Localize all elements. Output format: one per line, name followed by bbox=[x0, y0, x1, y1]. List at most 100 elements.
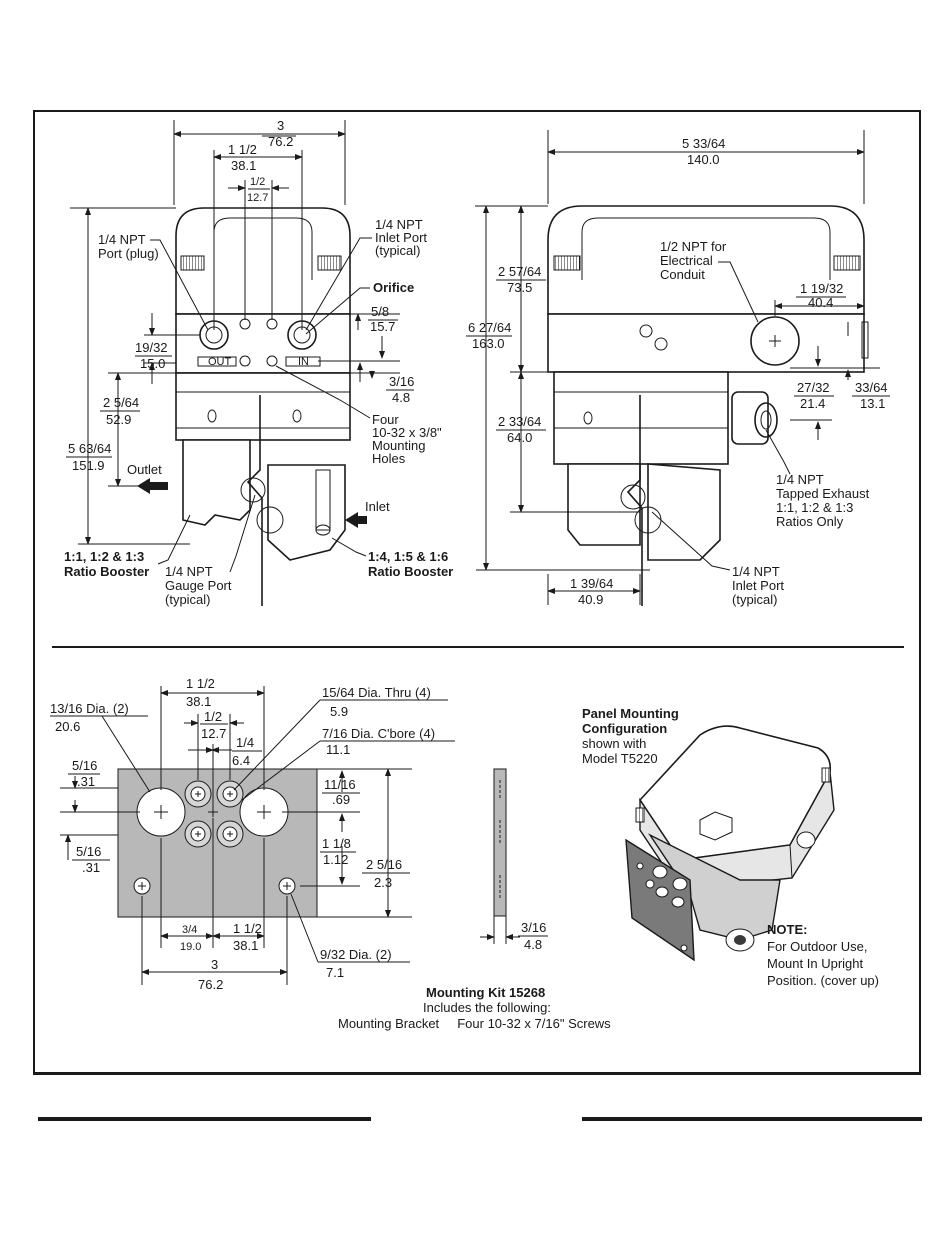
in-tag: IN bbox=[298, 356, 309, 368]
dia-15-64-mm: 5.9 bbox=[330, 704, 348, 719]
edge-3-16-inch: 3/16 bbox=[521, 920, 546, 935]
mounting-kit: Mounting Kit 15268 Includes the followin… bbox=[338, 985, 611, 1031]
dim-33-64-mm: 13.1 bbox=[860, 396, 885, 411]
knob-right bbox=[317, 255, 342, 271]
bracket-view: 3/16 4.8 1 1/2 38.1 1/2 12.7 1/4 6.4 13/… bbox=[50, 676, 548, 992]
mount-holes-line4: Holes bbox=[372, 451, 406, 466]
port-plug-line1: 1/4 NPT bbox=[98, 232, 146, 247]
inlet-arrow bbox=[345, 512, 367, 528]
exhaust-line3: 1:1, 1:2 & 1:3 bbox=[776, 500, 853, 515]
gauge-port-line1: 1/4 NPT bbox=[165, 564, 213, 579]
dim-1-1-2-inch: 1 1/2 bbox=[228, 142, 257, 157]
br-3-mm: 76.2 bbox=[198, 977, 223, 992]
note-line1: For Outdoor Use, bbox=[767, 939, 867, 954]
dim-27-32-inch: 27/32 bbox=[797, 380, 830, 395]
dim-1-1-2-mm: 38.1 bbox=[231, 158, 256, 173]
footer-rule-right bbox=[582, 1117, 922, 1121]
dia-9-32-inch: 9/32 Dia. (2) bbox=[320, 947, 392, 962]
dim-1-2-inch: 1/2 bbox=[250, 176, 265, 188]
dim-1-19-32-inch: 1 19/32 bbox=[800, 281, 843, 296]
dim-5-33-64-inch: 5 33/64 bbox=[682, 136, 725, 151]
br-2-5-16-mm: 2.3 bbox=[374, 875, 392, 890]
side-view: 5 33/64 140.0 6 27/64 163.0 2 57/64 73.5… bbox=[466, 130, 890, 607]
panel-mount-illustration: Panel Mounting Configuration shown with … bbox=[582, 706, 879, 988]
out-tag: OUT bbox=[208, 356, 232, 368]
br-1-1-8-mm: 1.12 bbox=[323, 852, 348, 867]
dim-1-39-64-mm: 40.9 bbox=[578, 592, 603, 607]
inlet-port-line2: Inlet Port bbox=[375, 230, 427, 245]
ratio-left-line2: Ratio Booster bbox=[64, 564, 149, 579]
kit-includes: Includes the following: bbox=[423, 1000, 551, 1015]
mount-holes-line2: 10-32 x 3/8" bbox=[372, 425, 442, 440]
inlet-port-line3: (typical) bbox=[375, 243, 421, 258]
orifice-label: Orifice bbox=[373, 280, 414, 295]
br-3-4-inch: 3/4 bbox=[182, 924, 197, 936]
inlet-port-line1: 1/4 NPT bbox=[375, 217, 423, 232]
footer-rule-left bbox=[38, 1117, 371, 1121]
br-1-1-2-mm: 38.1 bbox=[186, 694, 211, 709]
dim-5-33-64-mm: 140.0 bbox=[687, 152, 720, 167]
front-view: OUT IN Outlet Inlet 3 76.2 1 1/2 38.1 bbox=[64, 118, 453, 607]
right-booster bbox=[267, 464, 346, 561]
conduit-line2: Electrical bbox=[660, 253, 713, 268]
dim-19-32-mm: 15.0 bbox=[140, 356, 165, 371]
knob-left bbox=[180, 255, 205, 271]
dim-3-16-mm: 4.8 bbox=[392, 390, 410, 405]
gauge-port-line3: (typical) bbox=[165, 592, 211, 607]
dim-5-63-64-inch: 5 63/64 bbox=[68, 441, 111, 456]
panel-title-line2: Configuration bbox=[582, 721, 667, 736]
dim-6-27-64-mm: 163.0 bbox=[472, 336, 505, 351]
dim-2-57-64-mm: 73.5 bbox=[507, 280, 532, 295]
conduit-port bbox=[750, 316, 800, 366]
edge-3-16-mm: 4.8 bbox=[524, 937, 542, 952]
exhaust-line4: Ratios Only bbox=[776, 514, 844, 529]
kit-items: Mounting Bracket Four 10-32 x 7/16" Scre… bbox=[338, 1016, 611, 1031]
exhaust-port bbox=[731, 391, 769, 445]
mounting-hole bbox=[266, 355, 278, 367]
side-base bbox=[547, 313, 865, 373]
ratio-left-line1: 1:1, 1:2 & 1:3 bbox=[64, 549, 144, 564]
note-title: NOTE: bbox=[767, 922, 807, 937]
dim-2-33-64-inch: 2 33/64 bbox=[498, 414, 541, 429]
dim-2-33-64-mm: 64.0 bbox=[507, 430, 532, 445]
mounting-hole bbox=[239, 355, 251, 367]
br-5-16-bot-mm: .31 bbox=[82, 860, 100, 875]
note-line3: Position. (cover up) bbox=[767, 973, 879, 988]
dim-6-27-64-inch: 6 27/64 bbox=[468, 320, 511, 335]
dia-15-64-inch: 15/64 Dia. Thru (4) bbox=[322, 685, 431, 700]
panel-bracket bbox=[625, 838, 695, 962]
mount-holes-line3: Mounting bbox=[372, 438, 425, 453]
side-inlet-line1: 1/4 NPT bbox=[732, 564, 780, 579]
br-2-5-16-inch: 2 5/16 bbox=[366, 857, 402, 872]
mount-holes-line1: Four bbox=[372, 412, 399, 427]
panel-sub-line1: shown with bbox=[582, 736, 646, 751]
conduit-line3: Conduit bbox=[660, 267, 705, 282]
panel-title-line1: Panel Mounting bbox=[582, 706, 679, 721]
ratio-right-line1: 1:4, 1:5 & 1:6 bbox=[368, 549, 448, 564]
br-11-16-inch: 11/16 bbox=[324, 777, 356, 792]
inlet-label: Inlet bbox=[365, 499, 390, 514]
side-inlet-line2: Inlet Port bbox=[732, 578, 784, 593]
dim-1-39-64-inch: 1 39/64 bbox=[570, 576, 613, 591]
br-3-inch: 3 bbox=[211, 957, 218, 972]
dia-7-16-inch: 7/16 Dia. C'bore (4) bbox=[322, 726, 435, 741]
dim-2-5-64-mm: 52.9 bbox=[106, 412, 131, 427]
br-3-4-mm: 19.0 bbox=[180, 941, 201, 953]
front-cover bbox=[175, 207, 351, 315]
dim-2-5-64-inch: 2 5/64 bbox=[103, 395, 139, 410]
front-lower-body bbox=[175, 372, 351, 441]
panel-sub-line2: Model T5220 bbox=[582, 751, 658, 766]
cover-recess bbox=[213, 217, 313, 280]
dim-1-19-32-mm: 40.4 bbox=[808, 295, 833, 310]
drawing-frame bbox=[33, 110, 921, 1075]
side-cover bbox=[547, 205, 865, 315]
note-line2: Mount In Upright bbox=[767, 956, 863, 971]
br-5-16-bot-inch: 5/16 bbox=[76, 844, 101, 859]
dim-19-32-inch: 19/32 bbox=[135, 340, 168, 355]
ratio-right-line2: Ratio Booster bbox=[368, 564, 453, 579]
kit-title: Mounting Kit 15268 bbox=[426, 985, 545, 1000]
exhaust-line2: Tapped Exhaust bbox=[776, 486, 870, 501]
dim-1-2-mm: 12.7 bbox=[247, 192, 268, 204]
dia-7-16-mm: 11.1 bbox=[326, 742, 350, 757]
